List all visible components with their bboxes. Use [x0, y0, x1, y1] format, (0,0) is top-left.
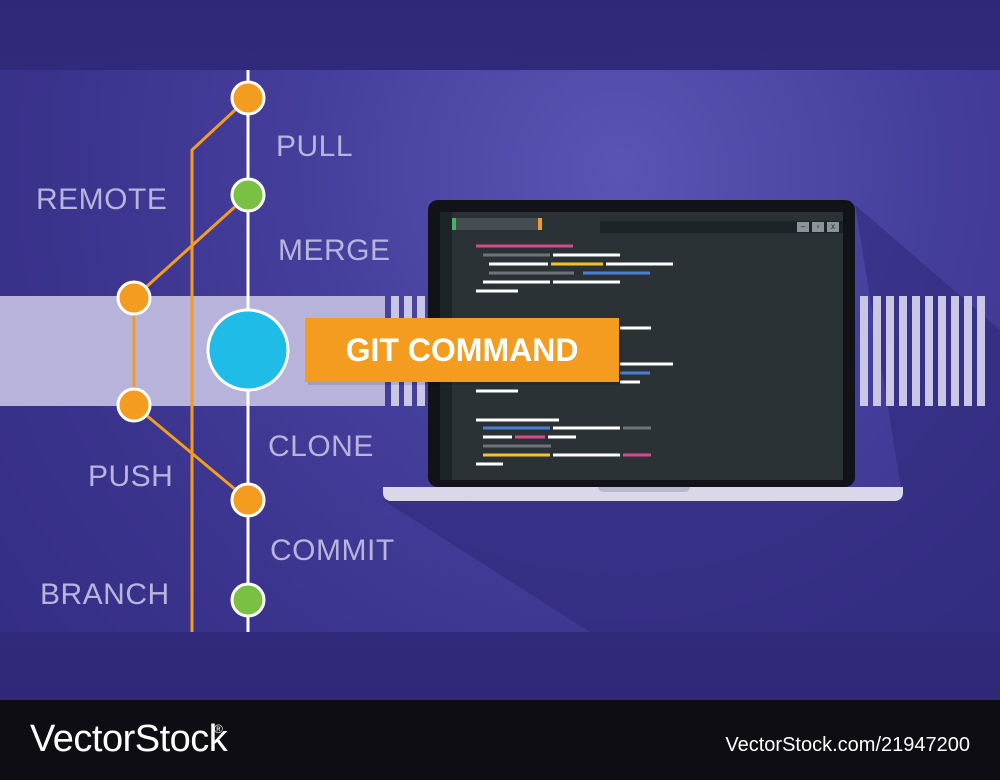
- close-icon: x: [827, 222, 839, 232]
- code-lines: [476, 244, 673, 466]
- branch-label: BRANCH: [40, 578, 170, 611]
- clone-label: CLONE: [268, 430, 374, 463]
- stripe: [886, 296, 894, 406]
- push-label: PUSH: [88, 460, 174, 493]
- branch-node: [230, 582, 266, 618]
- registered-mark: ®: [214, 722, 223, 736]
- stripe: [938, 296, 946, 406]
- pull-label: PULL: [276, 130, 354, 163]
- remote-label: REMOTE: [36, 183, 168, 216]
- vectorstock-logo: VectorStock: [30, 718, 228, 760]
- merge-label: MERGE: [278, 234, 391, 267]
- footer-url: VectorStock.com/21947200: [725, 734, 970, 756]
- laptop-notch: [598, 487, 690, 492]
- commit-node: [230, 482, 266, 518]
- push-connector: [133, 403, 249, 502]
- laptop-shadow: [0, 0, 1000, 700]
- watermark-footer: [0, 700, 1000, 780]
- push-node: [116, 387, 152, 423]
- pull-node: [230, 80, 266, 116]
- tab-start-marker: [452, 218, 456, 230]
- stripe: [977, 296, 985, 406]
- laptop-base: [383, 487, 903, 501]
- stripe: [860, 296, 868, 406]
- tab-end-marker: [538, 218, 542, 230]
- merge-connector: [132, 193, 250, 300]
- stripe: [912, 296, 920, 406]
- commit-label: COMMIT: [270, 534, 395, 567]
- editor-tab: [452, 218, 542, 230]
- merge-node: [230, 177, 266, 213]
- stripes-right: [860, 296, 985, 406]
- stripe: [873, 296, 881, 406]
- git-command-node: [206, 308, 290, 392]
- window-titlebar: [600, 221, 843, 233]
- remote-node: [116, 280, 152, 316]
- git-command-banner: GIT COMMAND: [305, 318, 619, 382]
- remote-branch-line: [190, 96, 250, 632]
- git-flow-diagram: [116, 70, 290, 632]
- minimize-icon: –: [797, 222, 809, 232]
- stripe: [951, 296, 959, 406]
- stripe: [964, 296, 972, 406]
- stripe: [925, 296, 933, 406]
- stripe: [899, 296, 907, 406]
- maximize-icon: ▫: [812, 222, 824, 232]
